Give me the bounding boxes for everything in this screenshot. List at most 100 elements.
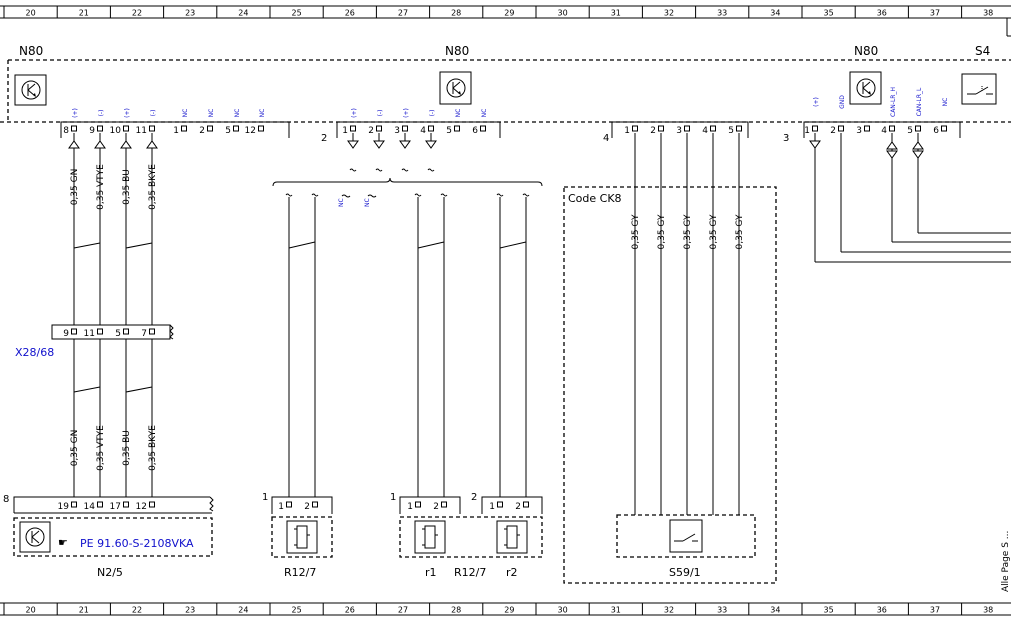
n80-module-icon-mid — [439, 71, 472, 105]
ck8-wire-label: 0,35 GY — [657, 214, 667, 249]
s59-1-module — [616, 514, 756, 558]
n80-left-pin-signal: (+) — [124, 108, 131, 118]
mid-harness-wires — [285, 193, 530, 497]
left-wire-upper-label: 0,35 BU — [122, 169, 132, 205]
n80-left-pin-number: 11 — [136, 126, 147, 136]
n80-left-pin-signal: NC — [182, 109, 189, 118]
r1-pin — [441, 501, 447, 508]
code-ck8-region — [563, 186, 777, 584]
n80-mid-pin-number: 3 — [394, 126, 400, 136]
n80-left-pin — [258, 125, 264, 132]
n80-mid-pin — [480, 125, 486, 132]
ck8-wire-label: 0,35 GY — [631, 214, 641, 249]
grid-column-bottom: 21 — [79, 606, 89, 615]
grid-column-top: 26 — [345, 9, 355, 18]
n80-module-icon-left — [14, 74, 47, 106]
r2-pin-number: 2 — [515, 502, 521, 512]
n80-right-pin-signal: CAN-LR_L — [916, 87, 923, 116]
grid-column-top: 32 — [664, 9, 674, 18]
left-wire-arrow — [68, 140, 80, 149]
n80-left-pin — [233, 125, 239, 132]
left-wire-lower-label: 0,35 BU — [122, 430, 132, 466]
n80-right-pin-number: 5 — [907, 126, 913, 136]
n80-ck8-pin — [632, 125, 638, 132]
n2-5-pin — [149, 501, 155, 508]
n80-left-pin-number: 12 — [245, 126, 256, 136]
grid-column-bottom: 26 — [345, 606, 355, 615]
heater-element-icons — [294, 525, 520, 549]
n80-ck8-pin — [710, 125, 716, 132]
n80-ck8-pin-number: 4 — [702, 126, 708, 136]
heater-element — [506, 525, 518, 549]
n80-right-connector — [803, 121, 961, 138]
heater-element — [296, 525, 308, 549]
grid-column-top: 35 — [824, 9, 834, 18]
component-n80-left-label: N80 — [19, 44, 43, 58]
n80-right-pin-signal: (+) — [813, 97, 820, 107]
right-harness-wires — [809, 133, 1011, 263]
grid-column-bottom: 27 — [398, 606, 408, 615]
r12-7-single-pin — [286, 501, 292, 508]
grid-column-top: 27 — [398, 9, 408, 18]
n80-ck8-pin-number: 3 — [676, 126, 682, 136]
grid-column-bottom: 25 — [292, 606, 302, 615]
x28-68-pin-number: 11 — [84, 329, 95, 339]
left-wire-lower-label: 0,35 BKYE — [148, 425, 158, 471]
n80-mid-pin-number: 1 — [342, 126, 348, 136]
grid-column-top: 22 — [132, 9, 142, 18]
r1-connector-label: 1 — [390, 492, 396, 503]
grid-frame — [0, 5, 1011, 616]
n80-mid-pin-signal: (+) — [403, 108, 410, 118]
ck8-wire-label: 0,35 GY — [735, 214, 745, 249]
ck8-wire-label: 0,35 GY — [709, 214, 719, 249]
r12-7-single-pin-number: 2 — [304, 502, 310, 512]
n80-ck8-connector-label: 4 — [603, 133, 609, 144]
left-shield-upper — [73, 242, 101, 249]
n2-5-connector-label: 8 — [3, 494, 9, 505]
mid-wire-break — [522, 193, 530, 197]
n2-5-label: N2/5 — [97, 566, 123, 579]
n80-mid-pin — [428, 125, 434, 132]
left-wire-upper-label: 0,35 VTYE — [96, 164, 106, 210]
left-wire-arrow — [120, 140, 132, 149]
n80-mid-pin-arrow — [347, 140, 359, 149]
left-wire-upper-label: 0,35 BKYE — [148, 164, 158, 210]
grid-column-top: 34 — [770, 9, 780, 18]
n80-ck8-pin-number: 2 — [650, 126, 656, 136]
n80-ck8-connector — [611, 121, 749, 138]
code-ck8-label: Code CK8 — [568, 192, 622, 205]
n80-right-pin-number: 1 — [804, 126, 810, 136]
n80-mid-pin-break — [349, 168, 357, 172]
r2-connector-label: 2 — [471, 492, 477, 503]
n80-mid-pin — [454, 125, 460, 132]
n80-left-pin-number: 1 — [173, 126, 179, 136]
grid-column-bottom: 28 — [451, 606, 461, 615]
grid-column-bottom: 24 — [238, 606, 248, 615]
mid-shield — [417, 241, 445, 249]
grid-column-top: 23 — [185, 9, 195, 18]
left-shield-upper — [125, 242, 153, 249]
left-shield-lower — [125, 386, 153, 393]
r2-pin-number: 1 — [489, 502, 495, 512]
n2-5-pin — [71, 501, 77, 508]
grid-column-bottom: 22 — [132, 606, 142, 615]
grid-column-bottom: 34 — [770, 606, 780, 615]
mid-wire-break — [311, 193, 319, 197]
n80-left-pin-number: 8 — [63, 126, 69, 136]
nc-label-2: NC — [364, 198, 371, 207]
pe-reference-link[interactable]: PE 91.60-S-2108VKA — [80, 537, 194, 550]
r12-7-group-module — [399, 496, 543, 558]
n80-mid-pin-arrow — [425, 140, 437, 149]
mid-wire-break — [496, 193, 504, 197]
mid-shield — [288, 241, 316, 249]
grid-column-bottom: 37 — [930, 606, 940, 615]
x28-68-pin-number: 5 — [115, 329, 121, 339]
x28-68-pin — [123, 328, 129, 335]
n80-ck8-pin — [736, 125, 742, 132]
